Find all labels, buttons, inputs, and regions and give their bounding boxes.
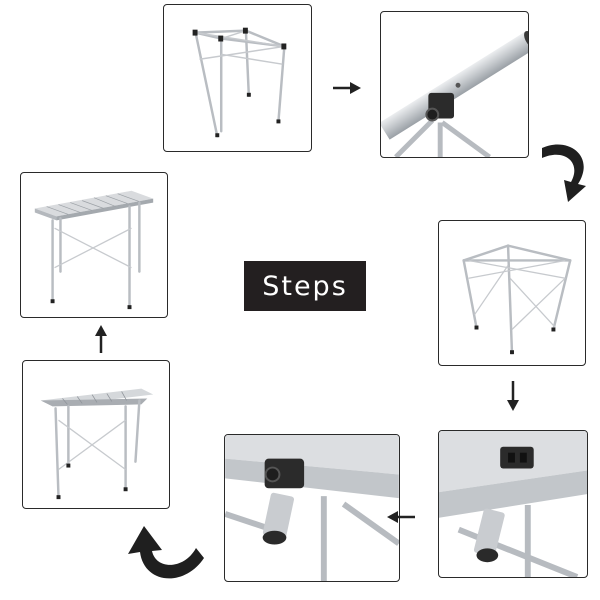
step-6-panel	[22, 360, 170, 509]
arrow-down-icon	[505, 380, 521, 412]
curved-arrow-up-left-icon	[124, 518, 206, 582]
clip-on-edge-illustration	[439, 431, 587, 577]
step-3-panel	[438, 220, 586, 366]
arrow-right-icon	[332, 80, 362, 96]
step-4-panel	[438, 430, 588, 578]
curved-arrow-down-icon	[538, 136, 594, 204]
folded-frame-illustration	[192, 27, 287, 138]
step-7-panel	[20, 172, 168, 318]
steps-title: Steps	[244, 261, 366, 311]
arrow-left-icon	[386, 509, 416, 525]
arrow-up-icon	[93, 324, 109, 354]
tube-clip-closeup-illustration	[381, 31, 528, 157]
clip-locked-illustration	[225, 435, 399, 581]
expanded-frame-illustration	[462, 244, 572, 355]
step-2-panel	[380, 11, 529, 158]
step-5-panel	[224, 434, 400, 582]
step-1-panel	[163, 4, 312, 152]
table-rolling-top-illustration	[40, 388, 154, 500]
assembled-table-illustration	[34, 190, 154, 310]
